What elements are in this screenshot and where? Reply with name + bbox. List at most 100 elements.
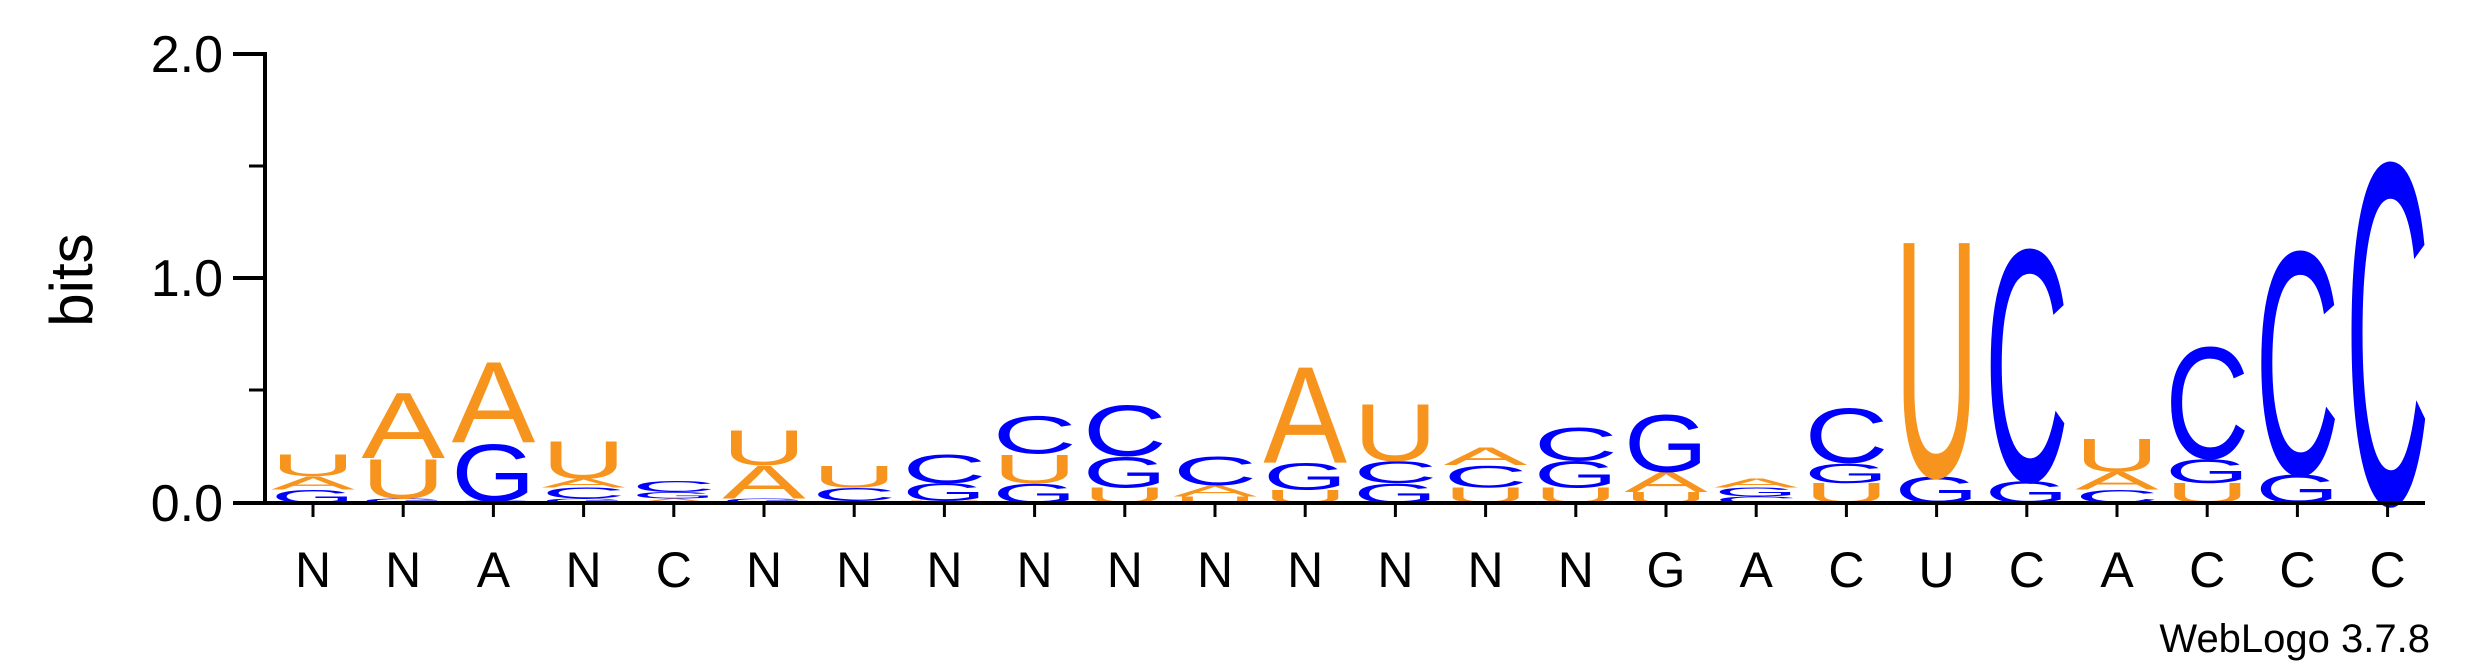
logo-letter-C: C: [812, 484, 896, 505]
y-tick-label: 0.0: [151, 475, 223, 533]
logo-letter-A: A: [1624, 467, 1708, 498]
logo-letter-C: C: [1804, 392, 1888, 480]
logo-stack-6: GAU: [722, 419, 806, 508]
x-tick-label: N: [1558, 542, 1594, 598]
x-tick-label: A: [477, 542, 511, 598]
logo-letter-C: C: [1714, 495, 1798, 505]
x-tick-label: N: [1107, 542, 1143, 598]
logo-letter-C: C: [902, 446, 986, 491]
logo-letter-U: U: [542, 431, 626, 491]
x-tick-label: C: [2189, 542, 2225, 598]
x-tick-label: N: [385, 542, 421, 598]
logo-letter-G: G: [632, 490, 716, 500]
logo-stack-5: AGC: [632, 478, 717, 505]
logo-stack-11: UAC: [1173, 449, 1257, 505]
x-tick-label: N: [566, 542, 602, 598]
x-tick-label: C: [2370, 542, 2406, 598]
logo-letter-C: C: [1534, 418, 1618, 470]
x-tick-label: N: [1287, 542, 1323, 598]
logo-stack-17: CGA: [1714, 476, 1799, 505]
weblogo-version-label: WebLogo 3.7.8: [2159, 617, 2430, 661]
logo-letter-G: G: [361, 497, 445, 504]
logo-letter-U: U: [812, 459, 896, 494]
x-tick-label: C: [2009, 542, 2045, 598]
x-tick-label: N: [746, 542, 782, 598]
x-tick-label: N: [926, 542, 962, 598]
logo-stack-16: UAG: [1624, 398, 1708, 506]
y-tick-label: 1.0: [151, 250, 223, 308]
logo-stack-19: GU: [1895, 170, 1979, 549]
logo-letter-A: A: [632, 497, 717, 504]
logo-letter-U: U: [1353, 387, 1437, 478]
logo-letter-G: G: [2165, 451, 2249, 490]
x-tick-label: U: [1919, 542, 1955, 598]
logo-stack-21: CAU: [2075, 429, 2160, 507]
logo-letter-C: C: [1353, 455, 1437, 490]
logo-letter-U: U: [271, 448, 355, 483]
letter-stacks: GAUGUACGAGCAUAGCGAUGCUUGCGUCUGCUACUGAGCU…: [271, 61, 2430, 607]
logo-letter-C: C: [1985, 180, 2069, 551]
logo-letter-G: G: [1624, 398, 1708, 489]
x-tick-label: C: [1828, 542, 1864, 598]
logo-stack-14: UCA: [1444, 442, 1529, 507]
x-tick-label: N: [836, 542, 872, 598]
logo-letter-G: G: [1083, 448, 1167, 497]
logo-stack-20: GC: [1985, 180, 2069, 551]
y-tick-label: 2.0: [151, 26, 223, 84]
x-tick-label: N: [1017, 542, 1053, 598]
logo-letter-U: U: [2075, 429, 2159, 481]
logo-letter-A: A: [1173, 482, 1257, 500]
logo-stack-7: GCU: [812, 459, 896, 505]
logo-letter-U: U: [722, 419, 806, 475]
logo-letter-U: U: [361, 448, 445, 511]
logo-stack-3: CGA: [451, 338, 535, 519]
x-tick-label: A: [1740, 542, 1774, 598]
y-axis-label: bits: [38, 233, 105, 326]
x-tick-label: N: [1197, 542, 1233, 598]
logo-letter-G: G: [1534, 454, 1618, 496]
logo-stack-22: UGC: [2165, 313, 2249, 509]
logo-letter-G: G: [722, 497, 806, 504]
logo-letter-A: A: [1444, 442, 1529, 470]
logo-letter-G: G: [1263, 456, 1347, 498]
logo-letter-A: A: [452, 338, 536, 468]
logo-letter-A: A: [722, 456, 806, 509]
logo-stack-23: GC: [2255, 184, 2339, 542]
logo-letter-C: C: [2165, 313, 2249, 493]
x-tick-label: C: [656, 542, 692, 598]
logo-stack-24: C: [2346, 61, 2430, 607]
logo-letter-C: C: [2346, 61, 2430, 607]
logo-letter-C: C: [632, 478, 716, 496]
logo-letter-G: G: [1804, 457, 1888, 488]
logo-stack-10: UGC: [1083, 390, 1167, 507]
logo-letter-U: U: [1173, 495, 1257, 505]
logo-letter-U: U: [993, 446, 1077, 491]
logo-letter-A: A: [1263, 338, 1347, 492]
logo-letter-C: C: [1444, 459, 1528, 494]
logo-letter-C: C: [993, 406, 1077, 466]
logo-stack-9: GUC: [993, 406, 1077, 509]
logo-stack-8: UGC: [902, 446, 986, 506]
x-tick-label: N: [1468, 542, 1504, 598]
logo-letter-C: C: [2255, 184, 2339, 542]
logo-letter-A: A: [2075, 467, 2160, 495]
logo-letter-U: U: [1895, 170, 1979, 549]
x-tick-label: N: [295, 542, 331, 598]
x-tick-label: A: [2100, 542, 2134, 598]
logo-stack-2: GUA: [361, 374, 445, 511]
x-tick-label: G: [1647, 542, 1686, 598]
logo-stack-12: UGA: [1263, 338, 1347, 507]
logo-letter-A: A: [361, 374, 445, 478]
logo-letter-A: A: [1714, 476, 1798, 490]
logo-stack-1: GAU: [271, 448, 355, 507]
logo-stack-15: UGC: [1534, 418, 1618, 508]
y-axis: 2.0 1.0 0.0 bits: [38, 26, 267, 533]
x-tick-label: N: [1377, 542, 1413, 598]
logo-letter-C: C: [1083, 390, 1167, 471]
logo-letter-G: G: [1714, 485, 1798, 499]
x-tick-label: C: [2279, 542, 2315, 598]
